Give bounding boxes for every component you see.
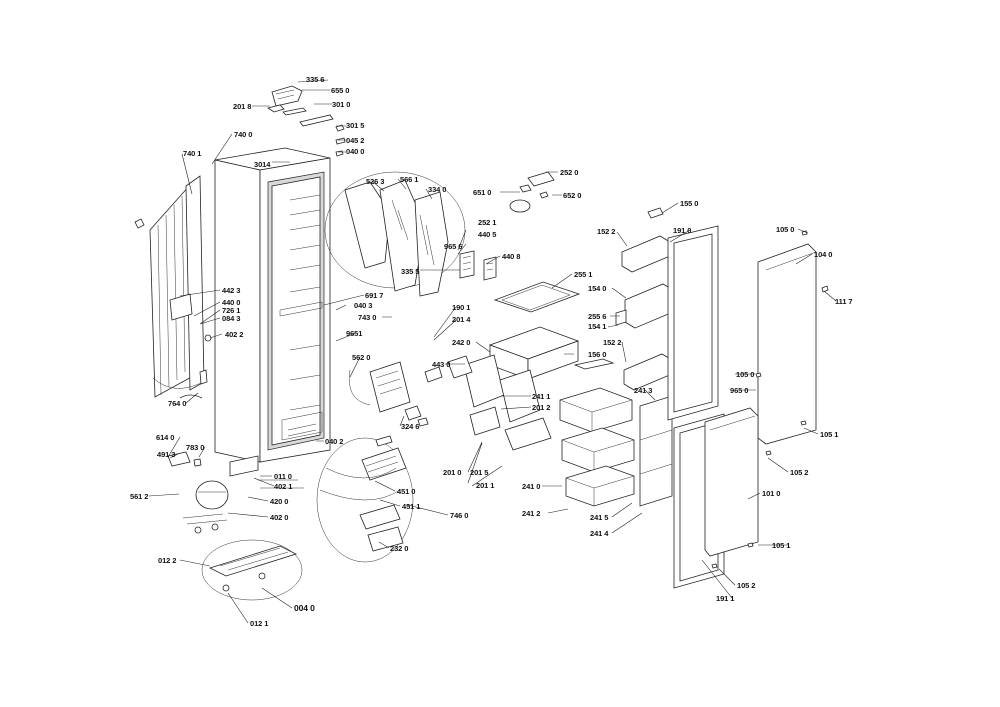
callout-4510: 451 0 xyxy=(397,487,416,496)
callout-2412: 241 2 xyxy=(522,509,541,518)
cooling-group xyxy=(316,355,473,563)
callout-0110: 011 0 xyxy=(274,472,292,481)
callout-9656: 965 6 xyxy=(444,242,463,251)
callout-4400: 440 0 xyxy=(222,298,241,307)
callout-2015: 201 5 xyxy=(470,468,489,477)
callout-2414: 241 4 xyxy=(590,529,609,538)
callout-2320: 232 0 xyxy=(390,544,409,553)
callout-2520: 252 0 xyxy=(560,168,579,177)
callout-7401: 740 1 xyxy=(183,149,202,158)
top-hinge-parts xyxy=(267,85,346,157)
callout-6510: 651 0 xyxy=(473,188,492,197)
callout-0121: 012 1 xyxy=(250,619,269,628)
callout-4913: 491 3 xyxy=(157,450,176,459)
callout-0843: 084 3 xyxy=(222,314,241,323)
callout-1522b: 152 2 xyxy=(603,338,622,347)
door-shelves xyxy=(615,235,674,391)
callout-7460: 746 0 xyxy=(450,511,469,520)
callout-6520: 652 0 xyxy=(563,191,582,200)
callout-3014: 3014 xyxy=(254,160,271,169)
callout-3355: 335 5 xyxy=(401,267,420,276)
callout-4405: 440 5 xyxy=(478,230,497,239)
callout-4511: 451 1 xyxy=(402,502,421,511)
callout-1911: 191 1 xyxy=(716,594,735,603)
callout-2018: 201 8 xyxy=(233,102,252,111)
callout-2556: 255 6 xyxy=(588,312,607,321)
callout-1560: 156 0 xyxy=(588,350,607,359)
crisper-group xyxy=(463,281,673,507)
callout-2012: 201 2 xyxy=(532,403,551,412)
evaporator-group xyxy=(324,171,497,297)
callout-2521: 252 1 xyxy=(478,218,497,227)
callout-7400: 740 0 xyxy=(234,130,253,139)
callout-1052a: 105 2 xyxy=(790,468,809,477)
callout-2420: 242 0 xyxy=(452,338,471,347)
callout-1901: 190 1 xyxy=(452,303,471,312)
callout-3246: 324 6 xyxy=(401,422,420,431)
base-plate xyxy=(201,539,303,601)
callout-1010: 101 0 xyxy=(762,489,781,498)
callout-4408: 440 8 xyxy=(502,252,521,261)
small-right-parts xyxy=(647,207,829,569)
callout-1910: 191 0 xyxy=(673,226,692,235)
callout-3015: 301 5 xyxy=(346,121,365,130)
doors xyxy=(667,225,817,589)
callout-1540: 154 0 xyxy=(588,284,607,293)
leader-lines xyxy=(148,79,837,624)
callout-1117: 111 7 xyxy=(835,297,853,306)
fan-parts xyxy=(509,171,555,213)
callout-1050a: 105 0 xyxy=(776,225,795,234)
callout-4021: 402 1 xyxy=(274,482,293,491)
callout-3340: 334 0 xyxy=(428,185,447,194)
callout-0452: 045 2 xyxy=(346,136,365,145)
callout-2014: 201 4 xyxy=(452,315,471,324)
callout-0402: 040 2 xyxy=(325,437,344,446)
callout-2415: 241 5 xyxy=(590,513,609,522)
callout-2413: 241 3 xyxy=(634,386,653,395)
callout-7640: 764 0 xyxy=(168,399,187,408)
callout-2410: 241 0 xyxy=(522,482,541,491)
callout-1052b: 105 2 xyxy=(737,581,756,590)
callout-1550: 155 0 xyxy=(680,199,699,208)
callout-2011: 201 1 xyxy=(476,481,495,490)
compressor-area xyxy=(167,334,304,534)
callout-5620: 562 0 xyxy=(352,353,371,362)
callout-4430: 443 0 xyxy=(432,360,451,369)
callout-5661: 566 1 xyxy=(400,175,419,184)
callout-7261: 726 1 xyxy=(222,306,241,315)
callout-4423: 442 3 xyxy=(222,286,241,295)
callout-3356: 335 6 xyxy=(306,75,325,84)
callout-1050b: 105 0 xyxy=(736,370,755,379)
callout-1522a: 152 2 xyxy=(597,227,616,236)
callout-6550: 655 0 xyxy=(331,86,350,95)
callout-0403: 040 3 xyxy=(354,301,373,310)
callout-6917: 691 7 xyxy=(365,291,384,300)
callout-7830: 783 0 xyxy=(186,443,205,452)
callout-1051a: 105 1 xyxy=(820,430,839,439)
callout-6140: 614 0 xyxy=(156,433,175,442)
callout-4020: 402 0 xyxy=(270,513,289,522)
callout-1051b: 105 1 xyxy=(772,541,791,550)
callout-1541: 154 1 xyxy=(588,322,607,331)
callout-2411: 241 1 xyxy=(532,392,551,401)
back-condenser xyxy=(134,175,205,398)
main-cabinet xyxy=(214,147,331,463)
callout-1040: 104 0 xyxy=(814,250,833,259)
callout-0122: 012 2 xyxy=(158,556,177,565)
callout-3010: 301 0 xyxy=(332,100,351,109)
callout-4022: 402 2 xyxy=(225,330,244,339)
callout-4200: 420 0 xyxy=(270,497,289,506)
callout-9651: 9651 xyxy=(346,329,363,338)
callout-7430: 743 0 xyxy=(358,313,377,322)
callout-2010: 201 0 xyxy=(443,468,462,477)
callout-9650: 965 0 xyxy=(730,386,749,395)
callout-0040: 004 0 xyxy=(294,603,315,613)
callout-0400a: 040 0 xyxy=(346,147,365,156)
callout-2551: 255 1 xyxy=(574,270,593,279)
callout-5263: 526 3 xyxy=(366,177,385,186)
callout-5612: 561 2 xyxy=(130,492,149,501)
